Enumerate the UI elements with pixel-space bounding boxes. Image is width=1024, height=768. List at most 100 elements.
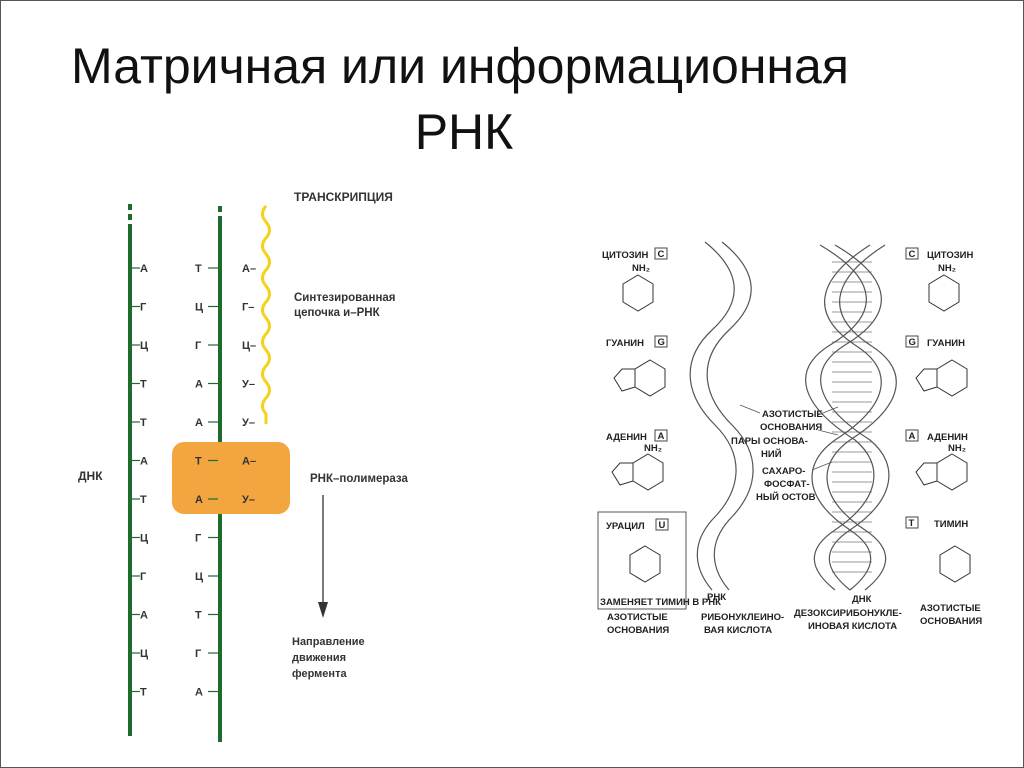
dna-template-base: Г	[195, 340, 202, 352]
dna-template-base: Т	[195, 263, 202, 275]
left-base-name-3: АДЕНИН	[606, 432, 647, 443]
cytosine-structure-right	[928, 274, 960, 312]
rna-base: А–	[242, 456, 256, 468]
left-base-name-4: УРАЦИЛ	[606, 521, 645, 532]
rna-polymerase	[172, 442, 290, 514]
rna-base: Г–	[242, 302, 254, 314]
adenine-structure-right	[936, 453, 968, 491]
rna-base: А–	[242, 263, 256, 275]
dna-template-base: А	[195, 494, 203, 506]
dna-left-base: Т	[140, 417, 147, 429]
right-base-code-4: T	[909, 518, 915, 529]
dna-template-base: Г	[195, 533, 202, 545]
dna-template-base: Т	[195, 456, 202, 468]
right-molecules	[915, 274, 971, 583]
rna-caption-line1: РИБОНУКЛЕИНО-	[701, 612, 784, 623]
dna-left-base: Т	[140, 687, 147, 699]
dna-left-base: Г	[140, 571, 147, 583]
transcription-diagram: А Г Ц Т Т А Т Ц Г А Ц Т Т Ц Г А А Т А Г Ц Т Г А А– Г– Ц– У– У– А– У–…	[78, 190, 408, 742]
dna-left-bases: А Г Ц Т Т А Т Ц Г А Ц Т	[132, 263, 148, 699]
dna-template-base: А	[195, 417, 203, 429]
mid-label-1: АЗОТИСТЫЕ	[762, 409, 823, 420]
dna-left-base: Т	[140, 494, 147, 506]
structure-diagram: ЦИТОЗИН C ГУАНИН G АДЕНИН A УРАЦИЛ U ЗАМ…	[597, 241, 982, 636]
mid-label-4: НИЙ	[761, 448, 782, 460]
dna-template-base: А	[195, 379, 203, 391]
left-molecules	[611, 274, 666, 583]
mid-leader-lines	[739, 404, 839, 471]
mid-label-7: НЫЙ ОСТОВ	[756, 491, 816, 503]
direction-line2: движения	[292, 652, 346, 664]
direction-arrowhead	[318, 602, 328, 618]
right-base-code-1: C	[909, 249, 916, 260]
right-base-name-2: ГУАНИН	[927, 338, 965, 349]
left-base-code-4: U	[659, 520, 666, 531]
slide-title-line1: Матричная или информационная	[71, 38, 849, 94]
dna-left-base: А	[140, 263, 148, 275]
left-caption-line2: ОСНОВАНИЯ	[607, 625, 669, 636]
synth-label-line1: Синтезированная	[294, 292, 396, 304]
rna-base: У–	[242, 379, 255, 391]
nh2-adenine-left: NH₂	[644, 443, 662, 454]
mid-label-3: ПАРЫ ОСНОВА-	[731, 436, 808, 447]
cytosine-structure-left	[622, 274, 654, 312]
dna-helix	[805, 244, 897, 591]
rna-helix	[689, 241, 754, 591]
dna-helix-label: ДНК	[852, 594, 872, 605]
left-base-code-1: C	[658, 249, 665, 260]
dna-left-base: А	[140, 610, 148, 622]
dna-left-base: А	[140, 456, 148, 468]
right-base-name-4: ТИМИН	[934, 519, 968, 530]
left-base-code-3: A	[658, 431, 665, 442]
right-base-code-3: A	[909, 431, 916, 442]
dna-left-base: Г	[140, 302, 147, 314]
dna-left-base: Т	[140, 379, 147, 391]
mrna-chain	[261, 205, 271, 424]
dna-template-base: Ц	[195, 571, 203, 583]
dna-left-base: Ц	[140, 533, 148, 545]
mid-label-6: ФОСФАТ-	[764, 479, 810, 490]
dna-template-base: Г	[195, 648, 202, 660]
left-base-name-2: ГУАНИН	[606, 338, 644, 349]
mid-label-5: САХАРО-	[762, 466, 805, 477]
right-base-name-3: АДЕНИН	[927, 432, 968, 443]
polymerase-label: РНК–полимераза	[310, 473, 408, 485]
adenine-structure-left	[632, 453, 664, 491]
right-caption-line1: АЗОТИСТЫЕ	[920, 603, 981, 614]
guanine-structure-right	[936, 359, 968, 397]
thymine-structure	[939, 545, 971, 583]
rna-base: У–	[242, 417, 255, 429]
guanine-structure-left	[634, 359, 666, 397]
dna-left-base: Ц	[140, 648, 148, 660]
rna-base: Ц–	[242, 340, 256, 352]
transcription-heading: ТРАНСКРИПЦИЯ	[294, 190, 393, 204]
dna-left-base: Ц	[140, 340, 148, 352]
left-base-name-1: ЦИТОЗИН	[602, 250, 649, 261]
rna-caption-line2: ВАЯ КИСЛОТА	[704, 625, 772, 636]
left-caption-line1: АЗОТИСТЫЕ	[607, 612, 668, 623]
dna-caption-line1: ДЕЗОКСИРИБОНУКЛЕ-	[794, 608, 902, 619]
dna-strand-left	[128, 224, 132, 736]
uracil-structure	[629, 545, 661, 583]
mid-label-2: ОСНОВАНИЯ	[760, 422, 822, 433]
left-base-code-2: G	[658, 337, 665, 348]
right-base-code-2: G	[909, 337, 916, 348]
rna-bases: А– Г– Ц– У– У– А– У–	[242, 263, 256, 506]
slide-title-line2: РНК	[414, 104, 514, 160]
direction-line1: Направление	[292, 636, 365, 648]
dna-template-base: А	[195, 687, 203, 699]
rna-base: У–	[242, 494, 255, 506]
right-caption-line2: ОСНОВАНИЯ	[920, 616, 982, 627]
nh2-cytosine-right: NH₂	[938, 263, 956, 274]
right-base-name-1: ЦИТОЗИН	[927, 250, 974, 261]
uracil-box	[597, 511, 687, 610]
dna-template-base: Ц	[195, 302, 203, 314]
direction-line3: фермента	[292, 668, 347, 680]
dna-label: ДНК	[78, 469, 103, 483]
rna-label: РНК	[707, 592, 726, 603]
dna-caption-line2: ИНОВАЯ КИСЛОТА	[808, 621, 897, 632]
dna-base-pairs	[832, 261, 872, 573]
nh2-cytosine-left: NH₂	[632, 263, 650, 274]
